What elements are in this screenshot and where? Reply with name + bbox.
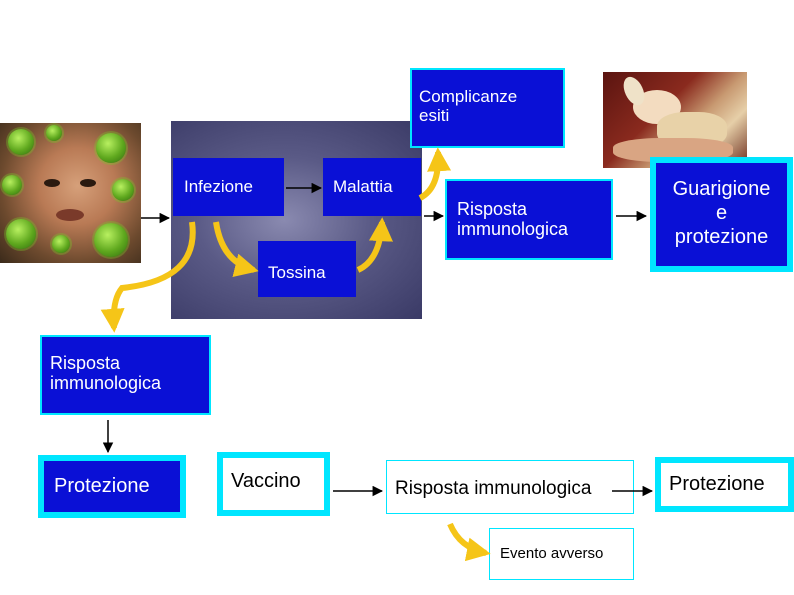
tossina-box: Tossina	[258, 241, 356, 297]
tossina-label: Tossina	[268, 263, 326, 282]
risposta-left-box: Risposta immunologica	[40, 335, 211, 415]
protezione-right-label: Protezione	[669, 473, 765, 495]
evento-avverso-box: Evento avverso	[489, 528, 634, 580]
guarigione-box: Guarigione e protezione	[650, 157, 793, 272]
risposta-top-box: Risposta immunologica	[445, 179, 613, 260]
guarigione-label: Guarigione e protezione	[672, 178, 771, 248]
curve-tossina-to-malattia	[356, 217, 393, 273]
infezione-label: Infezione	[184, 177, 253, 196]
risposta-left-label: Risposta immunologica	[50, 353, 162, 394]
evento-avverso-label: Evento avverso	[500, 545, 604, 562]
curve-infezione-to-risposta-left	[100, 221, 196, 333]
vaccino-box: Vaccino	[217, 452, 330, 516]
complicanze-label: Complicanze esiti	[419, 87, 518, 126]
protezione-left-label: Protezione	[54, 475, 150, 497]
complicanze-box: Complicanze esiti	[410, 68, 565, 148]
vaccino-label: Vaccino	[231, 470, 301, 492]
protezione-left-box: Protezione	[38, 455, 186, 518]
curve-risposta-to-evento	[447, 522, 491, 562]
risposta-top-label: Risposta immunologica	[457, 199, 569, 240]
risposta-bottom-label: Risposta immunologica	[395, 478, 592, 499]
curve-panel-to-complicanze	[418, 147, 452, 201]
malattia-label: Malattia	[333, 177, 393, 196]
virus-face-image	[0, 123, 141, 263]
infezione-box: Infezione	[173, 158, 284, 216]
curve-infezione-to-tossina	[213, 221, 259, 277]
risposta-bottom-box: Risposta immunologica	[386, 460, 634, 514]
protezione-right-box: Protezione	[655, 457, 794, 512]
malattia-box: Malattia	[323, 158, 421, 216]
